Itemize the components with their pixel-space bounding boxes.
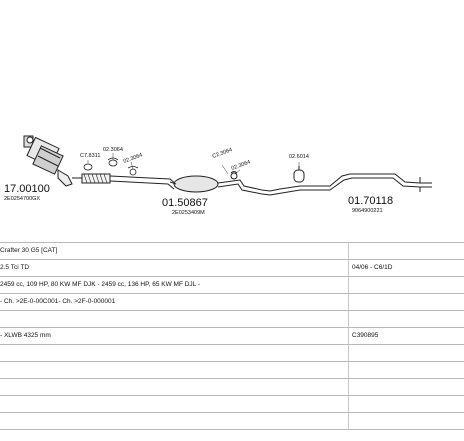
leader-lines — [87, 153, 300, 175]
table-row — [0, 396, 464, 413]
row-left-text: 2.5 Tci TD — [0, 264, 30, 271]
vehicle-info-table: Crafter 30 G5 [CAT] 2.5 Tci TD 04/06 - C… — [0, 242, 464, 430]
label-02-3064-c: 02.3064 — [231, 159, 252, 171]
table-row: - XLWB 4325 mm C390895 — [0, 328, 464, 345]
label-02-3064-b: 02.3064 — [123, 152, 144, 164]
part-number-middle-silencer: 01.50867 — [162, 197, 208, 209]
part-code-middle-silencer: 2E0253409M — [172, 210, 205, 216]
middle-silencer-part — [169, 171, 271, 196]
table-row — [0, 311, 464, 328]
row-left-text: Crafter 30 G5 [CAT] — [0, 247, 58, 254]
table-row — [0, 413, 464, 430]
part-number-rear-pipe: 01.70118 — [348, 195, 393, 207]
rear-pipe-part — [269, 166, 432, 196]
label-02-6014: 02.6014 — [289, 154, 309, 160]
row-left-text: - Ch. >2E-0-00C001- Ch. >2F-0-000001 — [0, 298, 116, 305]
table-row — [0, 345, 464, 362]
flex-pipe-part — [72, 173, 177, 190]
catalytic-converter-part — [23, 135, 73, 187]
label-c7-8311: C7.8311 — [80, 153, 100, 159]
table-row: Crafter 30 G5 [CAT] — [0, 242, 464, 260]
row-left-text: - XLWB 4325 mm — [0, 332, 51, 339]
row-right-text: 04/06 - C6/1D — [352, 264, 393, 271]
label-c2-3064: C2.3064 — [212, 147, 234, 160]
row-right-text: C390895 — [352, 332, 379, 339]
table-row — [0, 379, 464, 396]
table-row: 2.5 Tci TD 04/06 - C6/1D — [0, 260, 464, 277]
table-row: 2459 cc, 109 HP, 80 KW MF DJK - 2459 cc,… — [0, 277, 464, 294]
exhaust-system-diagram: C7.8311 02.3064 02.3064 C2.3064 02.3064 … — [4, 135, 432, 216]
row-left-text: 2459 cc, 109 HP, 80 KW MF DJK - 2459 cc,… — [0, 281, 201, 288]
part-number-catalyst: 17.00100 — [4, 183, 50, 195]
table-row: - Ch. >2E-0-00C001- Ch. >2F-0-000001 — [0, 294, 464, 311]
label-02-3064-a: 02.3064 — [103, 147, 123, 153]
part-code-catalyst: 2E0254700GX — [4, 196, 40, 202]
table-row — [0, 362, 464, 379]
part-code-rear-pipe: 9064900221 — [352, 208, 383, 214]
